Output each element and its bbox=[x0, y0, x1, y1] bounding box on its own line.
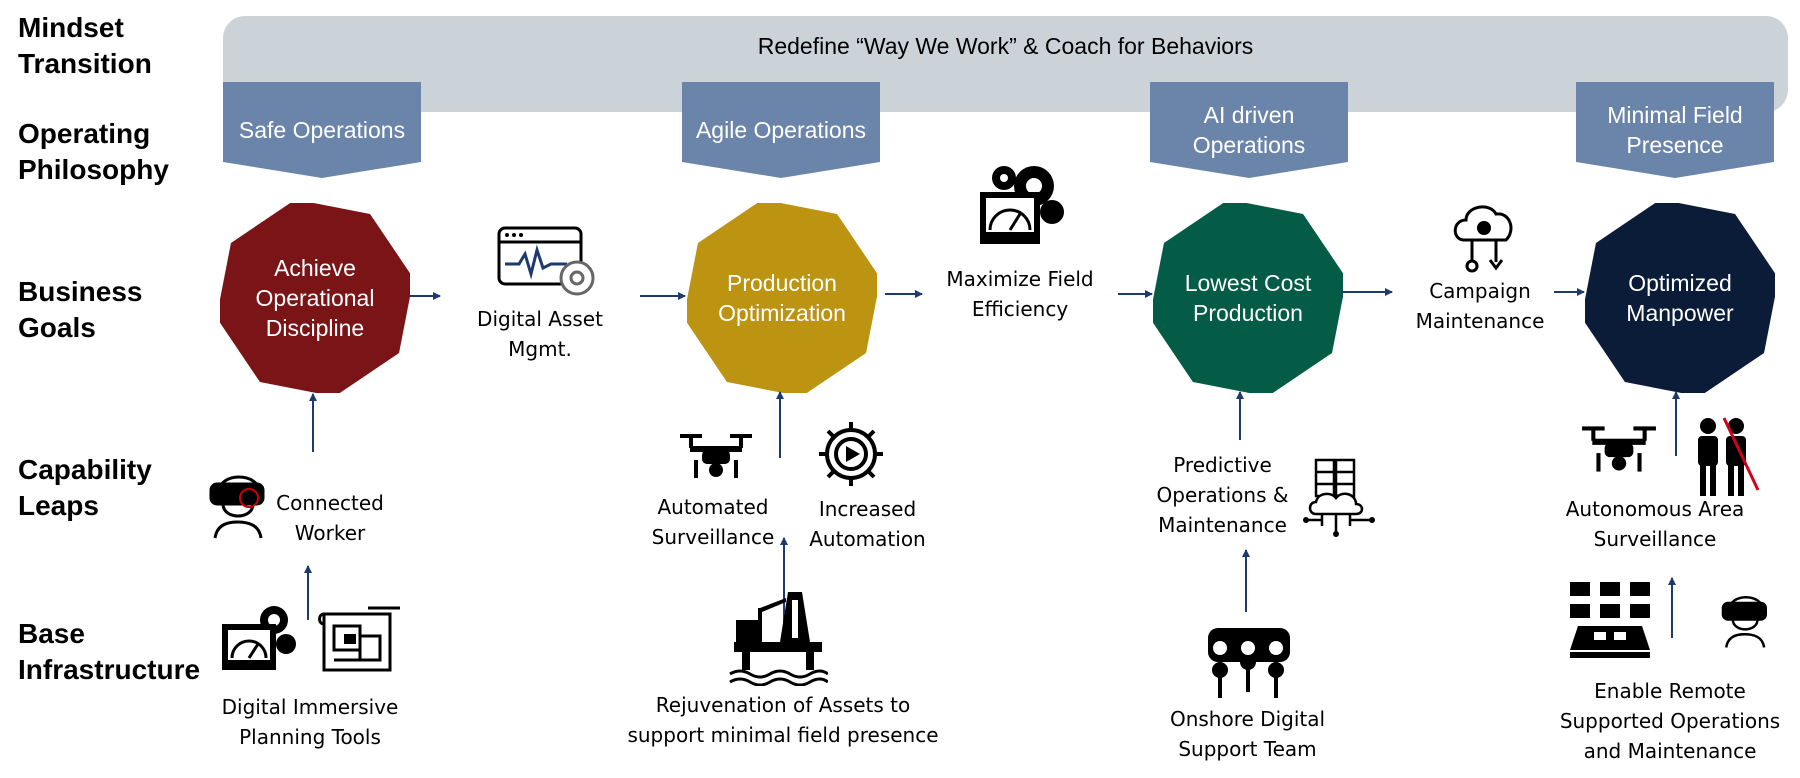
dashboard-gear-icon bbox=[222, 606, 296, 670]
head-gear-wrench-icon bbox=[1453, 205, 1513, 273]
philosophy-label: Minimal Field Presence bbox=[1607, 102, 1743, 158]
goal-label: Optimized Manpower bbox=[1626, 270, 1734, 326]
cloud-server-icon bbox=[1303, 458, 1375, 537]
label-digital-immersive-planning: Digital Immersive Planning Tools bbox=[221, 695, 399, 749]
team-people-icon bbox=[1208, 628, 1290, 698]
row-label-infrastructure: Base Infrastructure bbox=[18, 618, 201, 685]
drone-icon bbox=[1582, 426, 1656, 472]
goal-operational-discipline: Achieve Operational Discipline bbox=[220, 203, 410, 393]
label-onshore-digital-support: Onshore Digital Support Team bbox=[1169, 707, 1326, 761]
row-label-capability: Capability Leaps bbox=[18, 454, 152, 521]
philosophy-safe-operations: Safe Operations bbox=[223, 82, 421, 178]
banner-text: Redefine “Way We Work” & Coach for Behav… bbox=[757, 33, 1254, 59]
vr-headset-worker-icon bbox=[209, 475, 265, 539]
offshore-rig-icon bbox=[729, 592, 828, 686]
row-label-goals: Business Goals bbox=[18, 276, 143, 343]
label-increased-automation: Increased Automation bbox=[809, 497, 926, 551]
blueprint-icon bbox=[318, 606, 400, 672]
label-enable-remote-operations: Enable Remote Supported Operations and M… bbox=[1559, 679, 1781, 763]
goal-optimized-manpower: Optimized Manpower bbox=[1585, 203, 1775, 393]
philosophy-agile-operations: Agile Operations bbox=[682, 82, 880, 178]
philosophy-label: AI driven Operations bbox=[1192, 102, 1306, 158]
people-crossed-icon bbox=[1698, 417, 1760, 496]
control-room-icon bbox=[1570, 582, 1650, 658]
monitor-pulse-gear-icon bbox=[497, 226, 595, 296]
label-automated-surveillance: Automated Surveillance bbox=[651, 495, 775, 549]
label-digital-asset-mgmt: Digital Asset Mgmt. bbox=[477, 307, 603, 361]
goal-label: Lowest Cost Production bbox=[1184, 270, 1312, 326]
drone-icon bbox=[680, 434, 752, 478]
label-maximize-field-efficiency: Maximize Field Efficiency bbox=[946, 267, 1094, 321]
goal-lowest-cost-production: Lowest Cost Production bbox=[1153, 203, 1343, 393]
label-autonomous-area-surveillance: Autonomous Area Surveillance bbox=[1565, 497, 1745, 551]
label-rejuvenation-of-assets: Rejuvenation of Assets to support minima… bbox=[627, 693, 939, 747]
goal-label: Achieve Operational Discipline bbox=[255, 255, 375, 341]
philosophy-label: Safe Operations bbox=[238, 117, 406, 143]
gauge-gears-icon bbox=[980, 166, 1064, 244]
goal-label: Production Optimization bbox=[718, 270, 846, 326]
goal-production-optimization: Production Optimization bbox=[687, 203, 877, 393]
label-connected-worker: Connected Worker bbox=[276, 491, 384, 545]
label-predictive-operations: Predictive Operations & Maintenance bbox=[1156, 453, 1289, 537]
philosophy-minimal-field-presence: Minimal Field Presence bbox=[1576, 82, 1774, 178]
philosophy-ai-driven-operations: AI driven Operations bbox=[1150, 82, 1348, 178]
label-campaign-maintenance: Campaign Maintenance bbox=[1415, 279, 1545, 333]
row-label-mindset: Mindset Transition bbox=[18, 12, 152, 79]
mindset-banner bbox=[223, 16, 1788, 112]
philosophy-label: Agile Operations bbox=[695, 117, 867, 143]
vr-headset-worker-icon bbox=[1721, 596, 1767, 648]
row-label-philosophy: Operating Philosophy bbox=[18, 118, 169, 185]
gear-play-icon bbox=[819, 422, 883, 486]
